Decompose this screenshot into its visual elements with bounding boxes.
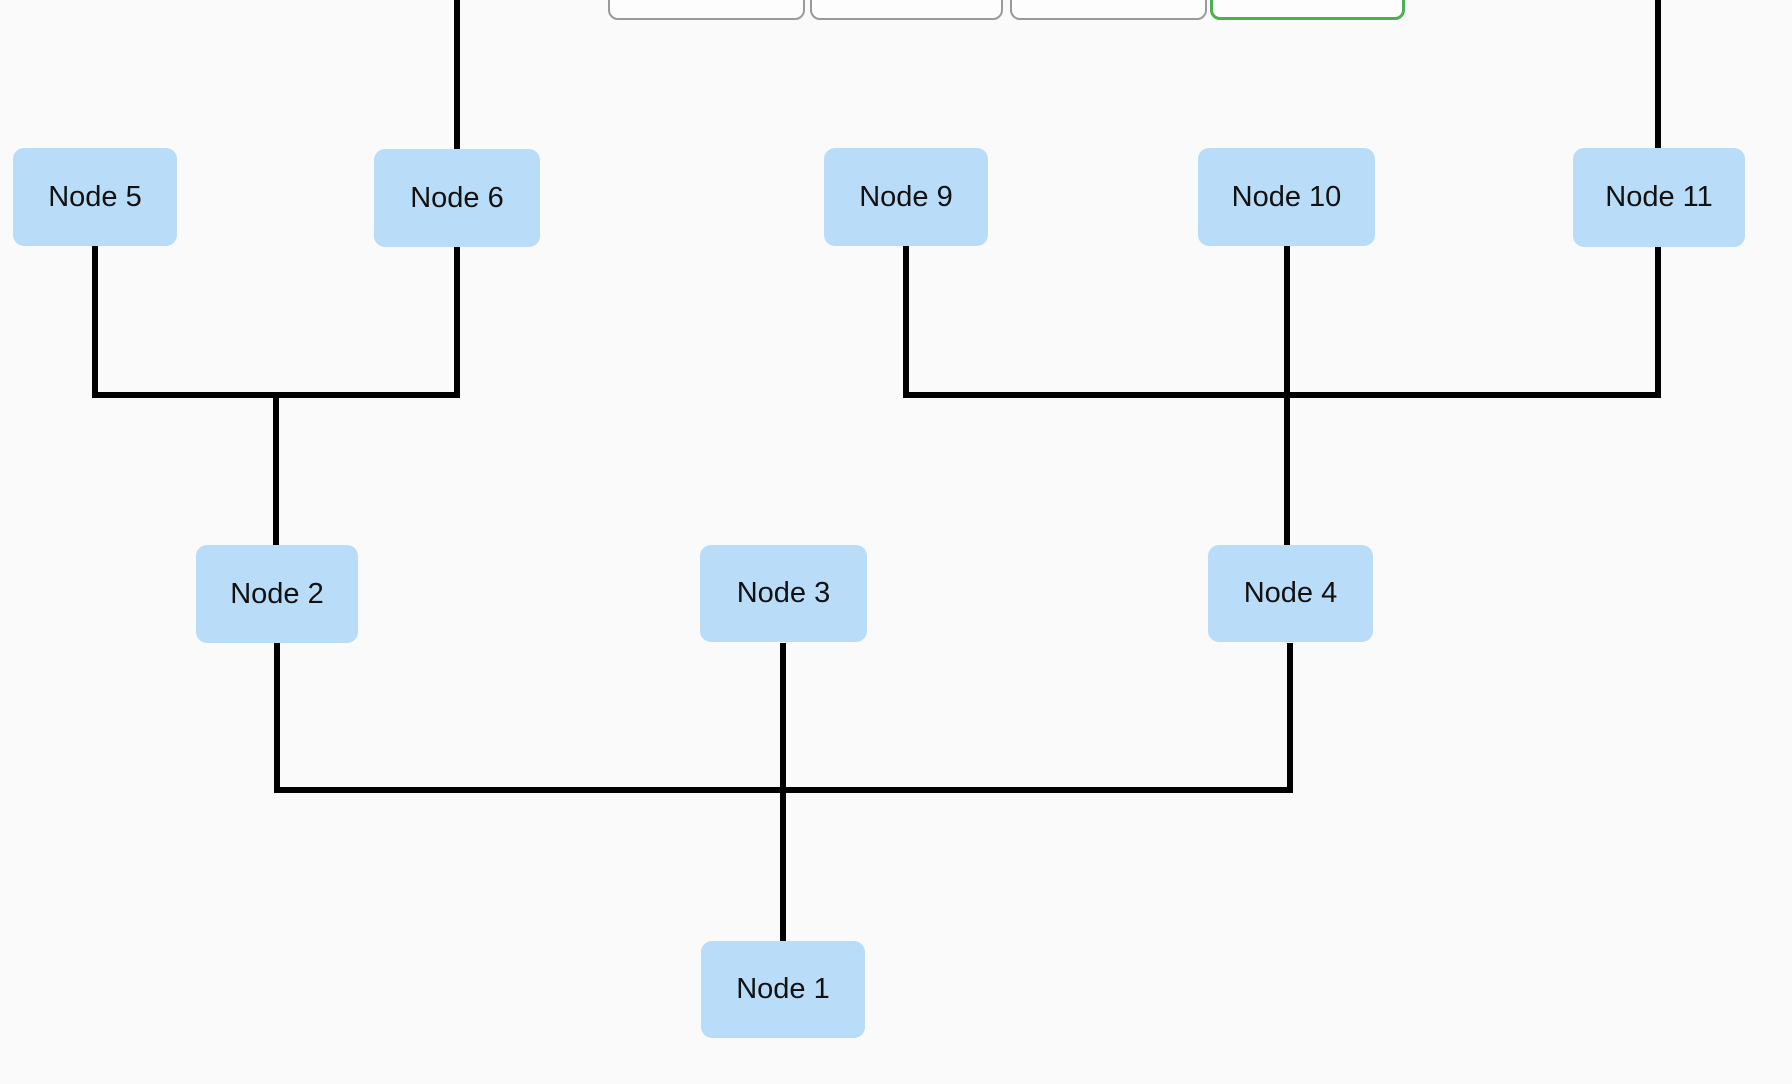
node-11[interactable]: Node 11 (1573, 148, 1745, 247)
node-label: Node 2 (230, 577, 324, 610)
edge-segment (1655, 246, 1661, 398)
node-4[interactable]: Node 4 (1208, 545, 1373, 642)
node-2[interactable]: Node 2 (196, 545, 358, 643)
toolbar-tab-4-selected[interactable] (1210, 0, 1405, 20)
edge-segment (454, 246, 460, 398)
node-label: Node 9 (859, 180, 953, 213)
node-label: Node 10 (1231, 180, 1342, 213)
toolbar-tab-3[interactable] (1010, 0, 1207, 20)
toolbar-tab-2[interactable] (810, 0, 1003, 20)
node-10[interactable]: Node 10 (1198, 148, 1375, 246)
node-label: Node 3 (736, 577, 831, 609)
edge-segment (780, 787, 786, 943)
node-6[interactable]: Node 6 (374, 149, 540, 247)
edge-segment (780, 643, 786, 793)
node-5[interactable]: Node 5 (13, 148, 177, 246)
edge-segment (274, 643, 280, 793)
node-3[interactable]: Node 3 (700, 545, 867, 642)
node-label: Node 11 (1605, 181, 1713, 213)
edge-segment (92, 246, 98, 398)
edge-segment (1284, 392, 1290, 547)
edge-segment (273, 392, 279, 547)
edge-segment (1655, 0, 1661, 150)
node-1[interactable]: Node 1 (701, 941, 865, 1038)
toolbar-tab-1[interactable] (608, 0, 805, 20)
edge-segment (903, 392, 1661, 398)
edge-segment (1284, 246, 1290, 398)
node-label: Node 1 (736, 973, 830, 1005)
node-label: Node 6 (410, 181, 504, 214)
node-label: Node 4 (1243, 577, 1338, 609)
node-9[interactable]: Node 9 (824, 148, 988, 246)
edge-segment (1287, 643, 1293, 793)
edge-segment (903, 246, 909, 398)
node-label: Node 5 (48, 180, 142, 213)
edge-segment (454, 0, 460, 152)
